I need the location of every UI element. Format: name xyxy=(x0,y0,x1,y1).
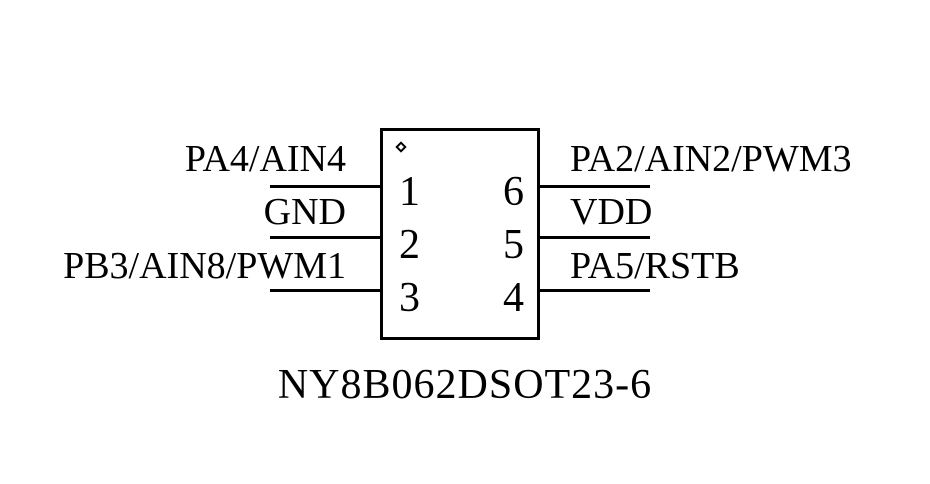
pin-wire-3 xyxy=(270,289,382,292)
pin-wire-4 xyxy=(538,289,650,292)
pin-label-vdd: VDD xyxy=(570,191,653,233)
pin-label-pb3-ain8-pwm1: PB3/AIN8/PWM1 xyxy=(63,245,346,287)
pin-wire-2 xyxy=(270,236,382,239)
chip-body: 1 2 3 6 5 4 xyxy=(380,128,540,340)
pin-number-1: 1 xyxy=(399,169,420,215)
pin-label-pa2-ain2-pwm3: PA2/AIN2/PWM3 xyxy=(570,138,852,180)
pin-label-pa5-rstb: PA5/RSTB xyxy=(570,245,740,287)
pin-wire-5 xyxy=(538,236,650,239)
pin-number-3: 3 xyxy=(399,275,420,321)
pin-wire-6 xyxy=(538,185,650,188)
pin-label-gnd: GND xyxy=(263,191,346,233)
part-number-label: NY8B062DSOT23-6 xyxy=(277,362,653,408)
pin-number-4: 4 xyxy=(503,275,524,321)
pin-number-5: 5 xyxy=(503,222,524,268)
pin-number-6: 6 xyxy=(503,169,524,215)
pin-wire-1 xyxy=(270,185,382,188)
pin-number-2: 2 xyxy=(399,222,420,268)
pin-label-pa4-ain4: PA4/AIN4 xyxy=(184,138,346,180)
pin1-marker-icon xyxy=(395,141,407,153)
